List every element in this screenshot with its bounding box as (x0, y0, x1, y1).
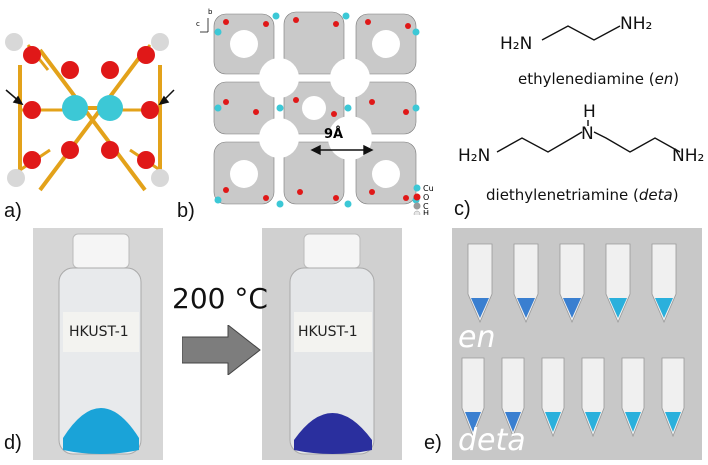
tubes-row-en-label: en (458, 320, 495, 355)
deta-name-text: diethylenetriamine ( (486, 186, 639, 204)
panel-e-label: e) (424, 432, 442, 455)
paddlewheel-structure (0, 20, 175, 200)
pore-size-label: 9Å (324, 126, 343, 142)
vial-after-photo: HKUST-1 (262, 228, 402, 460)
deta-right-group: NH₂ (672, 146, 704, 166)
deta-name: diethylenetriamine (deta) (486, 186, 679, 204)
vial-before-label: HKUST-1 (69, 324, 129, 340)
legend-h: H (423, 209, 429, 215)
arrow-right-icon (182, 325, 262, 375)
axis-b-label: b (208, 8, 213, 16)
en-right-group: NH₂ (620, 14, 652, 34)
deta-abbr: deta (639, 186, 673, 204)
panel-a-paddlewheel (0, 20, 175, 200)
deta-left-group: H₂N (458, 146, 490, 166)
vial-after-label: HKUST-1 (298, 324, 358, 340)
panel-d-label: d) (4, 432, 22, 455)
axis-c-label: c (196, 20, 200, 28)
legend-cu: Cu (423, 184, 434, 193)
panel-a-label: a) (4, 200, 22, 223)
deta-mid-n: N (581, 124, 594, 144)
panel-b-framework: 9Å b c Cu O C H (196, 2, 446, 215)
panel-c-structures: H₂N NH₂ ethylenediamine (en) H₂N H N NH₂… (450, 0, 708, 225)
tubes-row-deta-label: deta (458, 423, 526, 458)
en-name: ethylenediamine (en) (518, 70, 679, 88)
vial-before-photo: HKUST-1 (33, 228, 163, 460)
en-abbr: en (655, 70, 674, 88)
en-close: ) (673, 70, 679, 88)
panel-b-label: b) (177, 200, 195, 223)
hkust-framework: 9Å b c Cu O C H (196, 2, 446, 215)
deta-close: ) (673, 186, 679, 204)
panel-c-label: c) (454, 198, 471, 221)
temperature-label: 200 °C (172, 282, 268, 315)
legend-o: O (423, 193, 429, 202)
tubes-photo: en deta (452, 228, 702, 460)
en-name-text: ethylenediamine ( (518, 70, 655, 88)
vial-after: HKUST-1 (262, 228, 402, 460)
deta-mid-h: H (583, 102, 596, 122)
vial-before: HKUST-1 (33, 228, 163, 460)
